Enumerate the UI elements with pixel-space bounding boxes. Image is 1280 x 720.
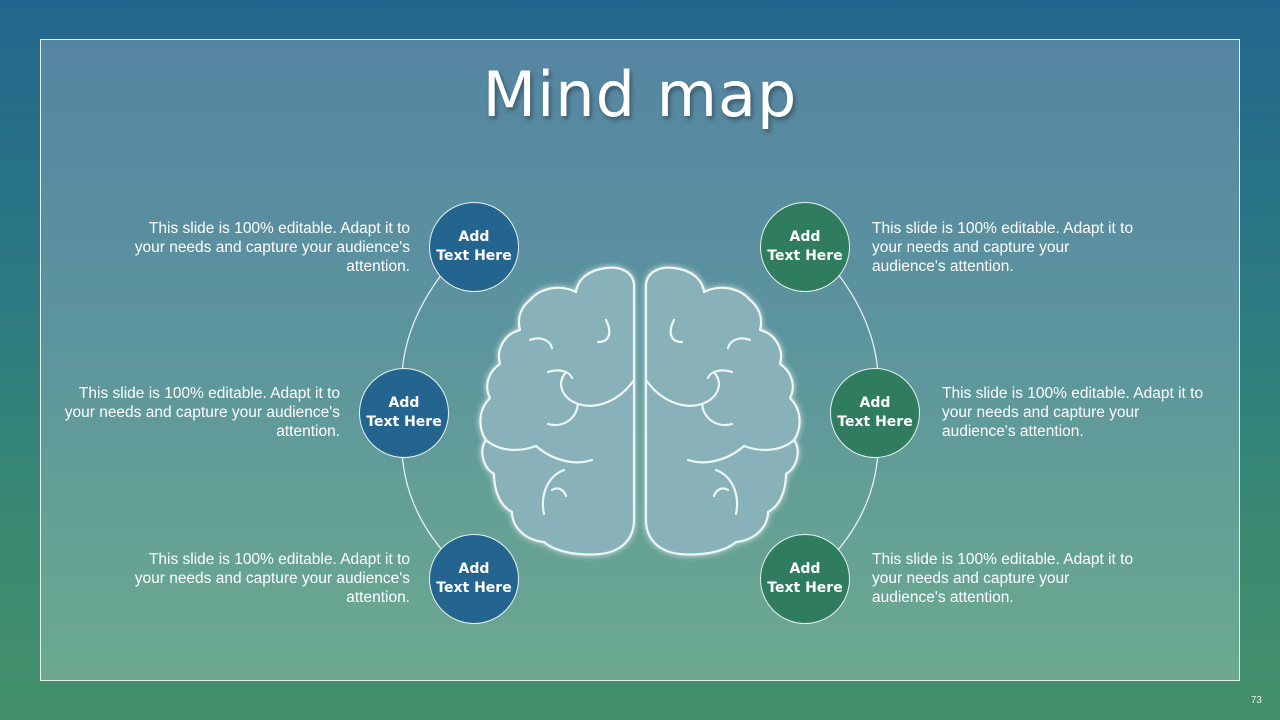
description-right-middle[interactable]: This slide is 100% editable. Adapt it to… [942,385,1204,440]
description-left-top[interactable]: This slide is 100% editable. Adapt it to… [134,220,410,275]
node-left-middle-label: Add Text Here [366,395,442,430]
description-left-middle[interactable]: This slide is 100% editable. Adapt it to… [64,385,340,440]
slide-frame [40,39,1240,681]
brain-icon [479,266,801,556]
node-right-bottom-label: Add Text Here [767,561,843,596]
node-left-middle[interactable]: Add Text Here [359,368,449,458]
node-right-top-label: Add Text Here [767,229,843,264]
node-left-bottom-label: Add Text Here [436,561,512,596]
node-left-top[interactable]: Add Text Here [429,202,519,292]
page-number: 73 [1250,695,1262,706]
description-right-top[interactable]: This slide is 100% editable. Adapt it to… [872,220,1134,275]
node-right-middle[interactable]: Add Text Here [830,368,920,458]
node-right-top[interactable]: Add Text Here [760,202,850,292]
node-left-top-label: Add Text Here [436,229,512,264]
node-right-middle-label: Add Text Here [837,395,913,430]
slide-title: Mind map [482,58,798,131]
description-left-bottom[interactable]: This slide is 100% editable. Adapt it to… [134,551,410,606]
description-right-bottom[interactable]: This slide is 100% editable. Adapt it to… [872,551,1134,606]
node-left-bottom[interactable]: Add Text Here [429,534,519,624]
node-right-bottom[interactable]: Add Text Here [760,534,850,624]
